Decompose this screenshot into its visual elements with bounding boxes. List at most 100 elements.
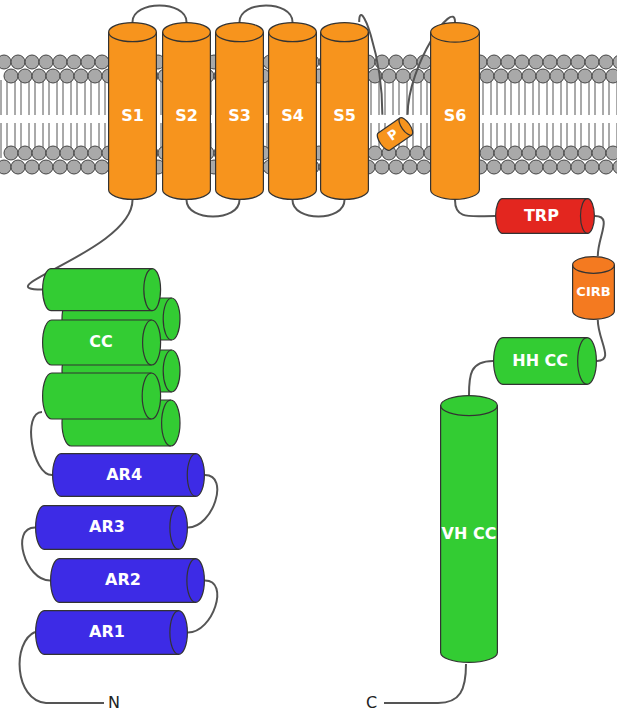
lipid-head xyxy=(536,146,550,160)
lipid-tail xyxy=(581,80,582,115)
lipid-head xyxy=(81,55,95,69)
lipid-tail xyxy=(1,123,2,158)
lipid-head xyxy=(585,55,599,69)
label-holder: CIRB xyxy=(572,265,615,320)
helix-body xyxy=(43,320,161,365)
lipid-head xyxy=(592,69,606,83)
lipid-head xyxy=(67,160,81,174)
helix-end xyxy=(162,400,171,446)
lipid-head xyxy=(11,55,25,69)
helix-end xyxy=(109,32,157,42)
label-holder: TRP xyxy=(495,198,588,234)
lipid-tail xyxy=(519,80,520,115)
terminus-label: N xyxy=(108,695,120,711)
loop-linker xyxy=(187,200,240,217)
transmembrane-helix: S4 xyxy=(268,22,317,200)
lipid-head xyxy=(550,69,564,83)
c-terminal-tail xyxy=(384,664,466,703)
coiled-coil-helix: VH CC xyxy=(440,395,498,663)
label-holder: S4 xyxy=(268,32,317,200)
lipid-head xyxy=(74,146,88,160)
lipid-head xyxy=(60,146,74,160)
lipid-head xyxy=(522,146,536,160)
lipid-head xyxy=(557,160,571,174)
lipid-head xyxy=(389,55,403,69)
helix-body xyxy=(43,373,161,419)
lipid-head xyxy=(599,55,613,69)
lipid-tail xyxy=(1,80,2,115)
lipid-head xyxy=(543,160,557,174)
domain-label: S3 xyxy=(228,107,251,125)
helix-end xyxy=(269,32,317,42)
lipid-head xyxy=(501,55,515,69)
label-holder: S6 xyxy=(430,32,480,200)
lipid-head xyxy=(67,55,81,69)
lipid-tail xyxy=(491,80,492,115)
domain-label: VH CC xyxy=(442,525,497,543)
helix-body xyxy=(269,23,317,200)
lipid-tail xyxy=(575,80,576,115)
domain-label: CIRB xyxy=(576,285,610,300)
lipid-head xyxy=(487,160,501,174)
helix-end xyxy=(143,320,152,365)
label-holder: AR4 xyxy=(52,453,196,497)
label-holder: CC xyxy=(42,320,160,365)
loop-linker xyxy=(595,216,604,256)
transmembrane-helix: S6 xyxy=(430,22,480,200)
lipid-head xyxy=(501,160,515,174)
ankyrin-repeat: AR2 xyxy=(50,558,205,603)
lipid-head xyxy=(508,146,522,160)
lipid-head xyxy=(95,55,109,69)
lipid-head xyxy=(88,146,102,160)
helix-body xyxy=(43,269,161,311)
lipid-head xyxy=(480,69,494,83)
loop-linker xyxy=(31,412,52,475)
helix-body xyxy=(216,23,264,200)
helix-end xyxy=(163,350,171,392)
helix-end xyxy=(573,265,615,273)
helix-body xyxy=(441,396,498,663)
lipid-head xyxy=(60,69,74,83)
label-holder: S5 xyxy=(320,32,369,200)
helix-body xyxy=(109,23,157,200)
lipid-tail xyxy=(427,80,428,115)
label-holder: AR1 xyxy=(35,610,179,655)
domain-label: S2 xyxy=(175,107,198,125)
lipid-tail xyxy=(29,80,30,115)
lipid-tail xyxy=(525,80,526,115)
domain-label: HH CC xyxy=(512,352,568,370)
lipid-head xyxy=(32,69,46,83)
label-holder: S3 xyxy=(215,32,264,200)
lipid-tail xyxy=(497,80,498,115)
lipid-head xyxy=(81,160,95,174)
lipid-tail xyxy=(609,80,610,115)
domain-label: CC xyxy=(89,333,112,351)
lipid-head xyxy=(515,160,529,174)
lipid-head xyxy=(396,146,410,160)
lipid-tail xyxy=(57,80,58,115)
lipid-head xyxy=(613,160,617,174)
lipid-tail xyxy=(379,80,380,115)
domain-label: TRP xyxy=(524,207,559,225)
lipid-tail xyxy=(567,80,568,115)
lipid-head xyxy=(95,160,109,174)
lipid-tail xyxy=(77,80,78,115)
lipid-tail xyxy=(511,80,512,115)
lipid-head xyxy=(403,55,417,69)
lipid-tail xyxy=(553,80,554,115)
lipid-head xyxy=(564,146,578,160)
terminus-label: C xyxy=(366,695,377,711)
lipid-head xyxy=(4,146,18,160)
helix-end xyxy=(163,298,171,340)
helix-body xyxy=(51,559,205,603)
transmembrane-helix: S5 xyxy=(320,22,369,200)
loop-linker xyxy=(597,320,605,361)
ankyrin-repeat: AR4 xyxy=(52,453,205,497)
lipid-head xyxy=(396,69,410,83)
domain-label: S1 xyxy=(121,107,144,125)
lipid-head xyxy=(389,160,403,174)
ankyrin-repeat: AR3 xyxy=(35,505,188,550)
domain-label: S4 xyxy=(281,107,304,125)
helix-body xyxy=(36,611,188,655)
lipid-tail xyxy=(539,80,540,115)
